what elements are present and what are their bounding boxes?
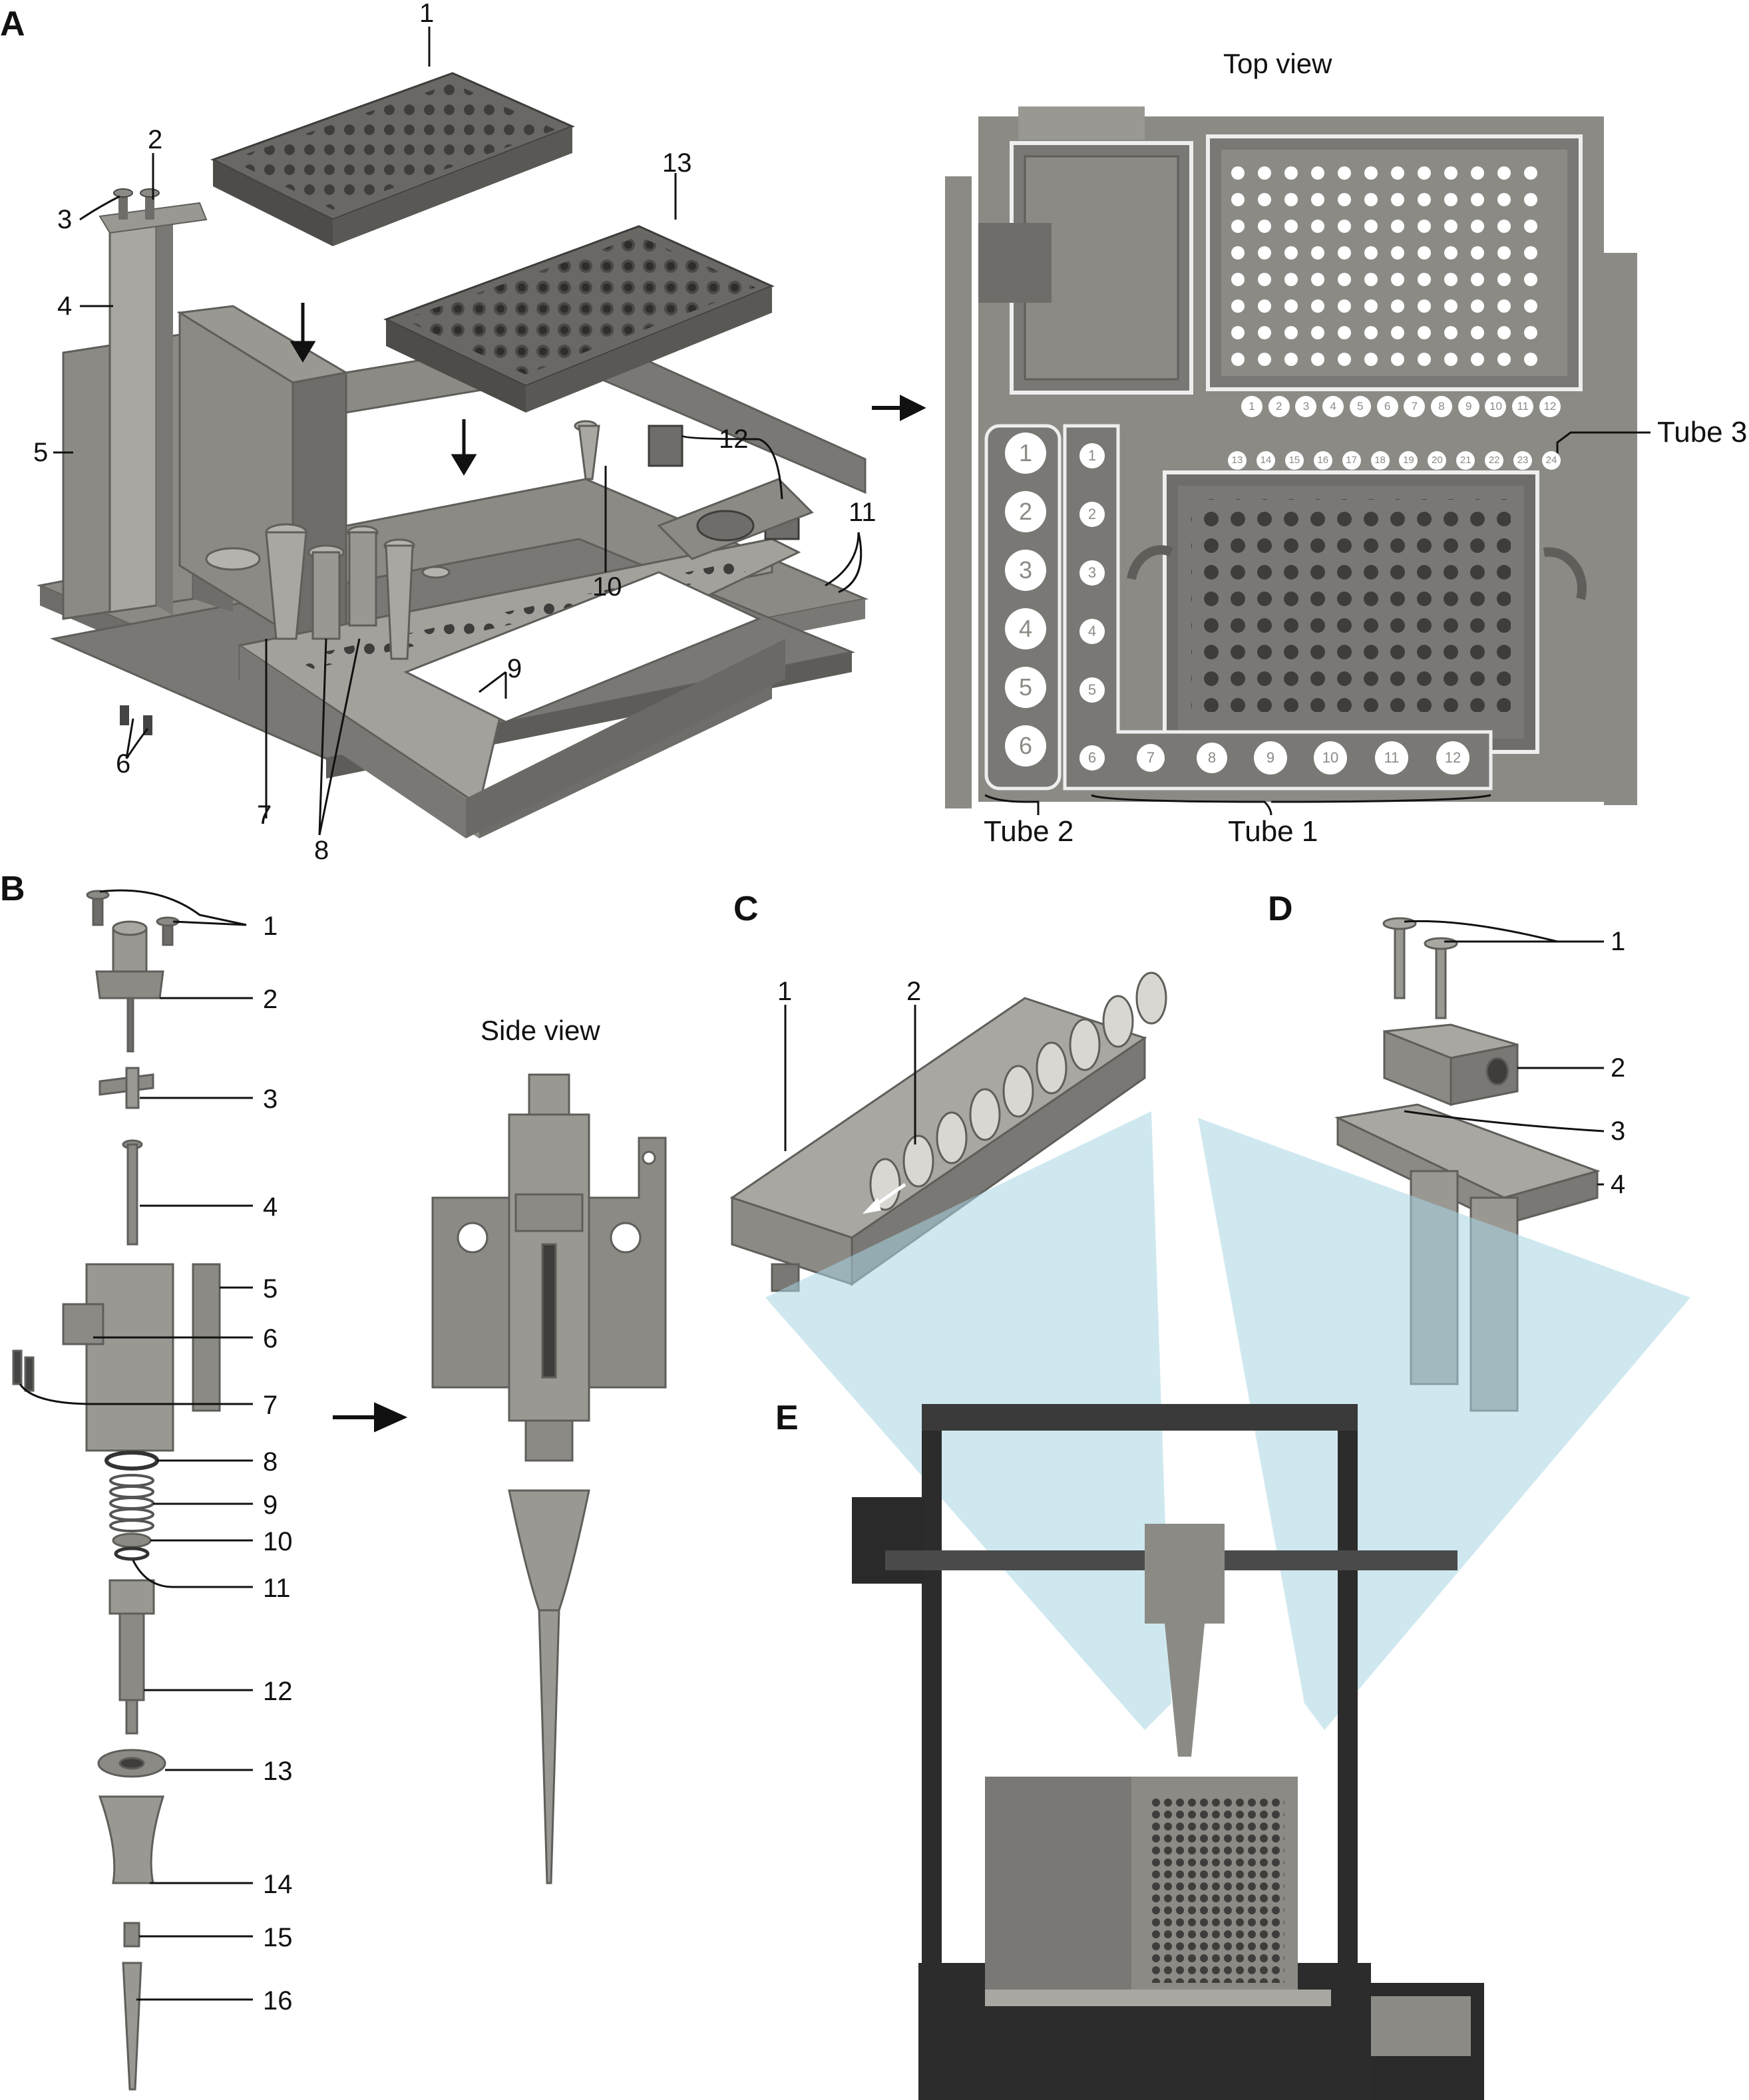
callout-d-1: 1 (1611, 927, 1626, 956)
tube1-well: 10 (1314, 741, 1347, 775)
panel-e-letter: E (775, 1399, 799, 1437)
tube1-well: 3 (1079, 560, 1105, 586)
callout-c-2: 2 (906, 977, 922, 1006)
panel-e-printer (765, 1111, 1690, 2100)
callout-a-2: 2 (148, 125, 163, 154)
callout-a-10: 10 (592, 572, 622, 602)
callout-b-16: 16 (263, 1986, 293, 2015)
tube1-well: 6 (1079, 745, 1105, 771)
callout-a-8: 8 (314, 836, 329, 865)
tube3-well: 23 (1513, 451, 1533, 470)
tube3-well: 17 (1342, 451, 1361, 470)
callout-d-3: 3 (1611, 1117, 1626, 1146)
panel-b-leader-lines (19, 889, 253, 2001)
callout-b-8: 8 (263, 1447, 278, 1477)
callout-a-3: 3 (57, 205, 73, 234)
panel-d-letter: D (1268, 890, 1293, 928)
tube2-well: 4 (1005, 608, 1046, 649)
panel-c-letter: C (733, 890, 759, 928)
callout-a-1: 1 (419, 0, 435, 28)
callout-b-10: 10 (263, 1527, 293, 1556)
callout-c-1: 1 (777, 977, 793, 1006)
callout-b-3: 3 (263, 1085, 278, 1114)
tube1-well: 8 (1197, 743, 1227, 773)
tube1-well: 11 (1375, 741, 1408, 775)
tube1-well: 1 (1079, 443, 1105, 468)
panel-b-exploded-pipette (12, 890, 221, 2091)
callout-b-15: 15 (263, 1923, 293, 1952)
tube1-well: 2 (1079, 502, 1105, 527)
tube3-well: 12 (1539, 396, 1561, 417)
tube3-well: 11 (1512, 396, 1534, 417)
callout-d-4: 4 (1611, 1170, 1626, 1199)
callout-b-6: 6 (263, 1324, 278, 1353)
panel-b-letter: B (0, 870, 25, 908)
tube1-well: 7 (1137, 744, 1165, 772)
callout-a-12: 12 (719, 425, 749, 454)
callout-a-7: 7 (257, 800, 272, 830)
callout-b-2: 2 (263, 985, 278, 1014)
tube2-well: 1 (1005, 433, 1046, 474)
callout-a-13: 13 (662, 148, 692, 178)
tube3-well: 10 (1485, 396, 1507, 417)
tube3-well: 14 (1256, 451, 1275, 470)
tube3-row-1: 1 2 3 4 5 6 7 8 9 10 11 12 (1241, 396, 1561, 419)
callout-a-5: 5 (33, 438, 49, 467)
tube3-well: 7 (1404, 396, 1426, 417)
callout-b-1: 1 (263, 912, 278, 941)
callout-a-4: 4 (57, 291, 73, 321)
callout-d-2: 2 (1611, 1053, 1626, 1083)
tube3-well: 19 (1399, 451, 1418, 470)
callout-b-5: 5 (263, 1274, 278, 1304)
panel-d-leader-lines (1404, 920, 1605, 1186)
tube1-label: Tube 1 (1228, 815, 1318, 848)
tube3-well: 2 (1268, 396, 1290, 417)
callout-a-9: 9 (507, 654, 522, 683)
tube3-well: 21 (1456, 451, 1475, 470)
tube3-well: 3 (1295, 396, 1317, 417)
tube1-well: 9 (1254, 741, 1287, 775)
callout-a-11: 11 (849, 498, 876, 527)
panel-b-arrow (333, 1402, 408, 1433)
tube3-well: 24 (1541, 451, 1561, 470)
panel-a-title: Top view (1223, 48, 1332, 79)
tube3-row-2: 13 14 15 16 17 18 19 20 21 22 23 24 (1228, 451, 1561, 471)
tube2-well: 6 (1005, 725, 1046, 767)
callout-b-7: 7 (263, 1391, 278, 1420)
callout-b-14: 14 (263, 1870, 293, 1899)
tube3-label: Tube 3 (1657, 416, 1748, 448)
panel-a-letter: A (0, 5, 25, 43)
tube2-well: 2 (1005, 491, 1046, 532)
panel-c-leader-lines (784, 1005, 916, 1151)
tube1-well: 5 (1079, 677, 1105, 703)
tube1-well: 4 (1079, 619, 1105, 644)
panel-b-side-view (431, 1073, 667, 1884)
callout-b-9: 9 (263, 1490, 278, 1520)
tube3-well: 5 (1349, 396, 1371, 417)
callout-a-6: 6 (116, 749, 131, 779)
tube2-well: 5 (1005, 667, 1046, 708)
tube2-label: Tube 2 (984, 815, 1074, 848)
tube3-well: 18 (1370, 451, 1390, 470)
tube3-well: 20 (1428, 451, 1447, 470)
tube3-well: 22 (1485, 451, 1504, 470)
tube3-well: 16 (1313, 451, 1332, 470)
tube1-well: 12 (1436, 741, 1469, 775)
tube3-well: 4 (1322, 396, 1344, 417)
callout-b-13: 13 (263, 1757, 293, 1786)
tube3-well: 6 (1376, 396, 1398, 417)
callout-b-11: 11 (263, 1574, 291, 1603)
tube3-well: 15 (1284, 451, 1304, 470)
tube2-well: 3 (1005, 550, 1046, 591)
callout-b-4: 4 (263, 1192, 278, 1222)
tube3-well: 13 (1228, 451, 1247, 470)
tube3-well: 8 (1431, 396, 1453, 417)
panel-a-exploded-view (36, 27, 926, 838)
panel-b-title: Side view (481, 1015, 600, 1046)
callout-b-12: 12 (263, 1677, 293, 1706)
tube3-well: 1 (1241, 396, 1263, 417)
tube3-well: 9 (1458, 396, 1479, 417)
